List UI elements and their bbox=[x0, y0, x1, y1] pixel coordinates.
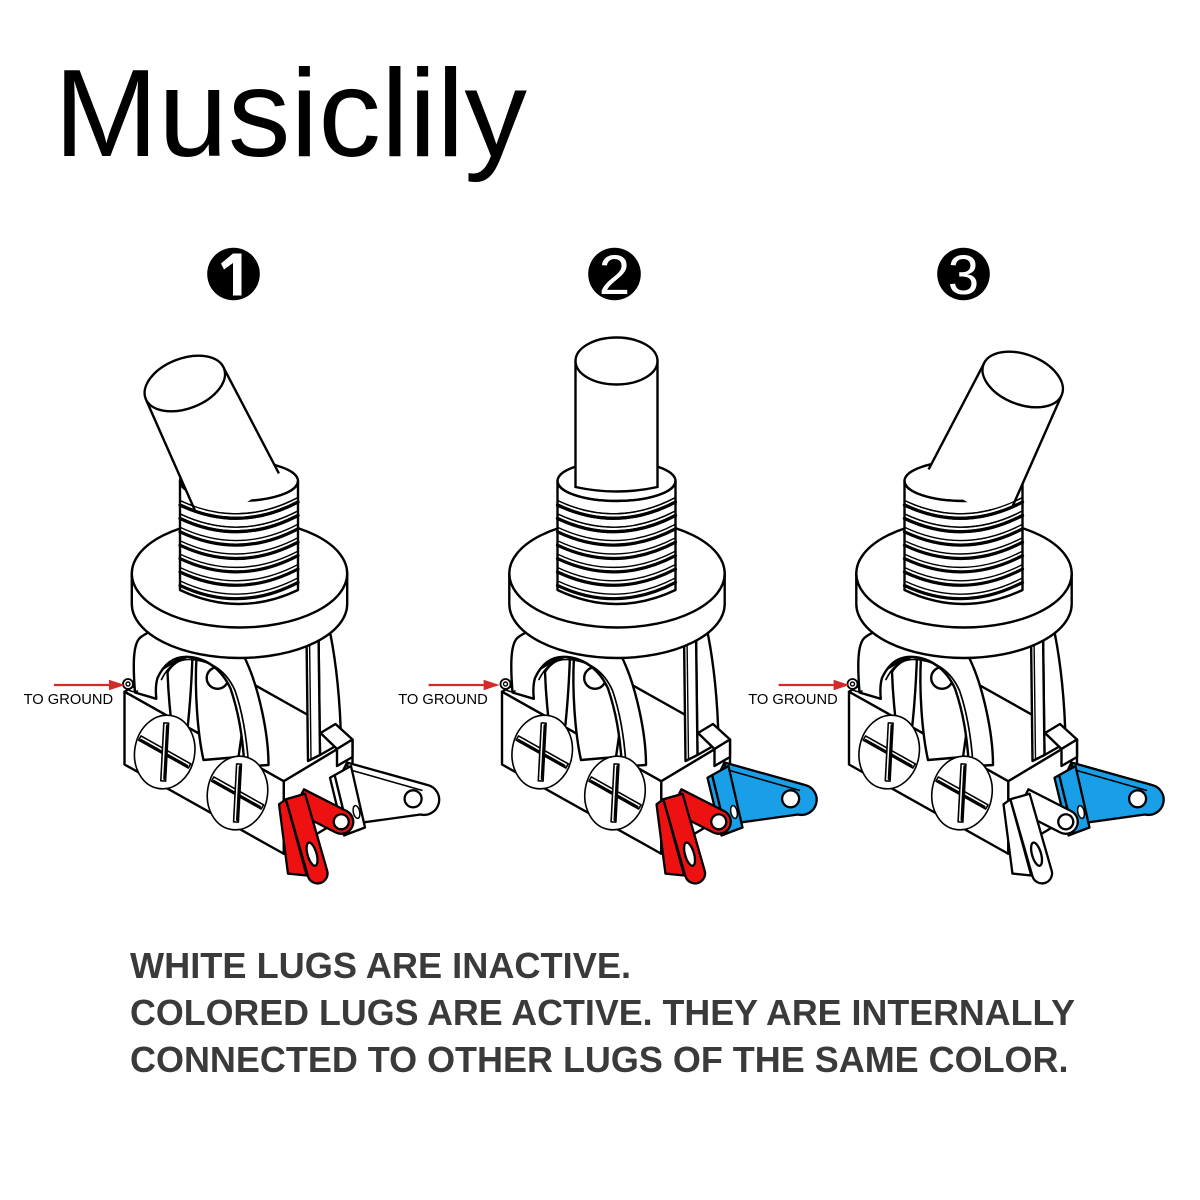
svg-text:3: 3 bbox=[948, 243, 979, 306]
svg-text:Musiclily: Musiclily bbox=[54, 45, 527, 183]
svg-text:TO GROUND: TO GROUND bbox=[748, 691, 838, 708]
svg-text:TO GROUND: TO GROUND bbox=[398, 691, 488, 708]
svg-text:2: 2 bbox=[599, 243, 630, 306]
svg-text:COLORED LUGS ARE ACTIVE. THEY: COLORED LUGS ARE ACTIVE. THEY ARE INTERN… bbox=[130, 992, 1075, 1033]
svg-text:CONNECTED TO OTHER LUGS OF THE: CONNECTED TO OTHER LUGS OF THE SAME COLO… bbox=[130, 1039, 1069, 1080]
svg-text:TO GROUND: TO GROUND bbox=[24, 691, 114, 708]
svg-text:WHITE LUGS ARE INACTIVE.: WHITE LUGS ARE INACTIVE. bbox=[130, 945, 631, 986]
